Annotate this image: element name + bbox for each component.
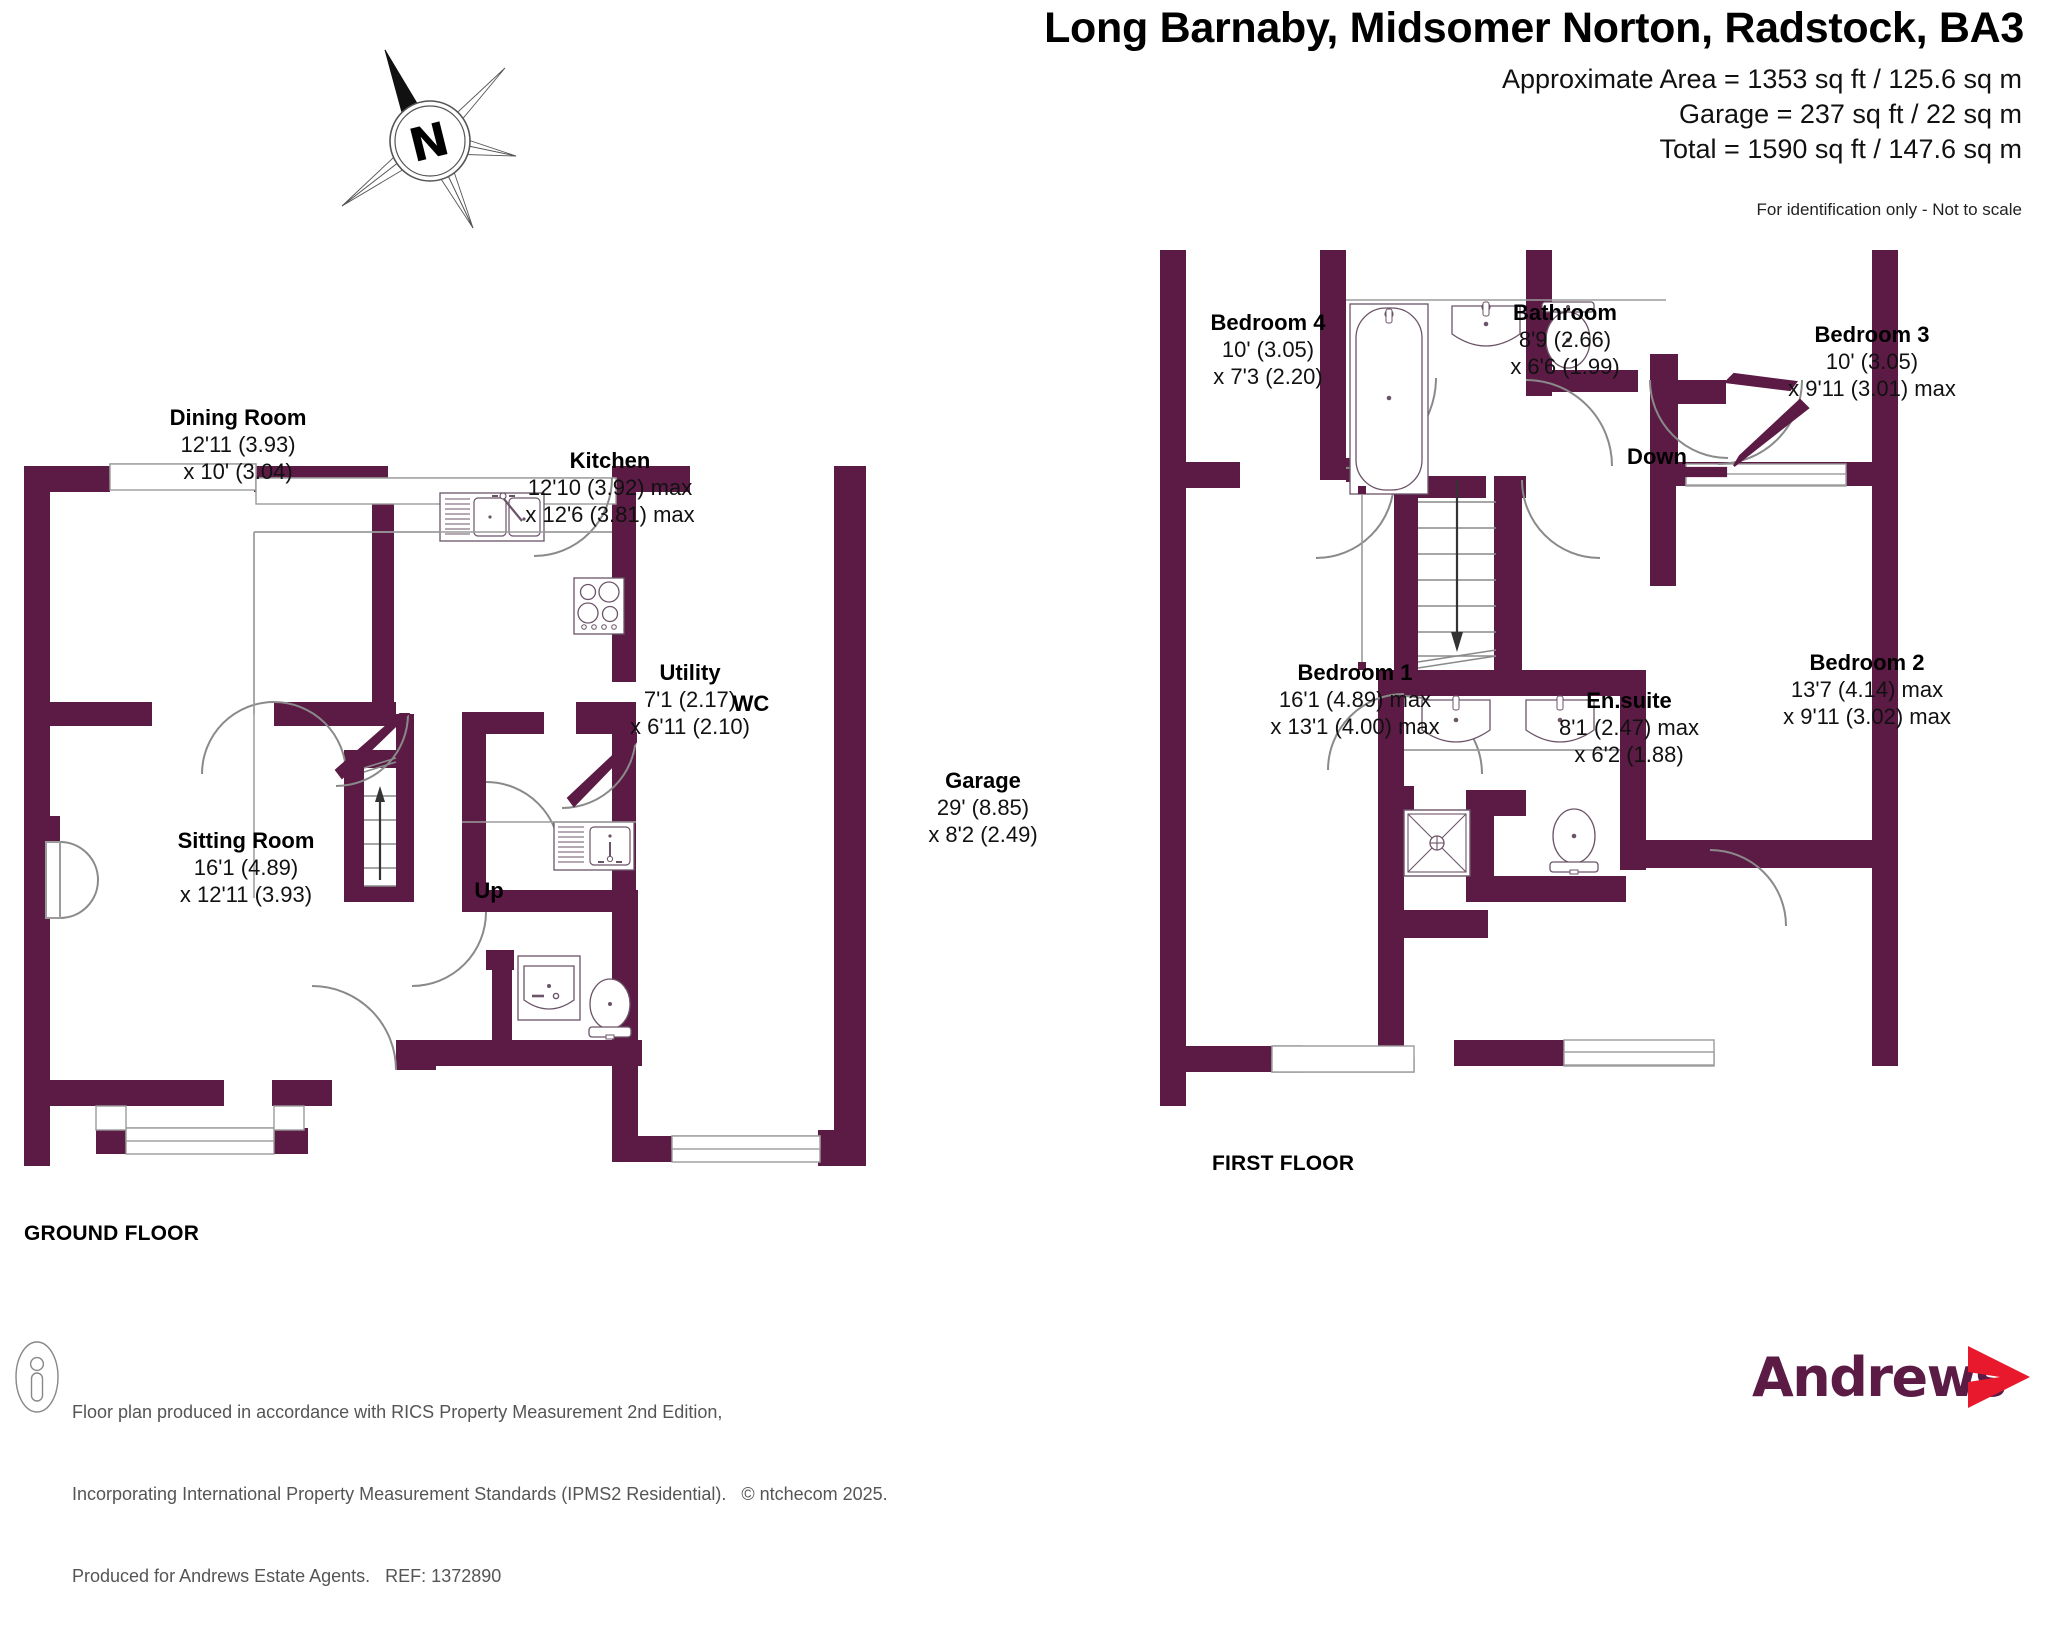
first-floor-caption: FIRST FLOOR — [1212, 1152, 1355, 1175]
ground-floor-walls — [24, 466, 866, 1166]
garage-area-text: Garage = 237 sq ft / 22 sq m — [1679, 99, 2022, 130]
kitchen-hob-icon — [573, 577, 625, 635]
ground-floor-stairs — [363, 757, 397, 887]
ensuite-fixtures — [1403, 695, 1620, 877]
chevron-right-icon — [1968, 1346, 2030, 1408]
floorplan-page: Long Barnaby, Midsomer Norton, Radstock,… — [0, 4, 2048, 1586]
area-summary: Approximate Area = 1353 sq ft / 125.6 sq… — [1502, 62, 2022, 167]
bath-icon — [1349, 303, 1429, 495]
total-area-text: Total = 1590 sq ft / 147.6 sq m — [1659, 134, 2022, 165]
compass-rose-icon: N — [341, 49, 517, 229]
person-icon — [15, 1341, 59, 1413]
approximate-area-text: Approximate Area = 1353 sq ft / 125.6 sq… — [1501, 64, 2022, 94]
stairs-down-label: Down — [1627, 444, 1687, 469]
first-floor-door-leaves — [1684, 372, 1810, 478]
ground-floor-door-leaves — [45, 713, 637, 919]
utility-sink-icon — [553, 821, 635, 871]
first-floor-stairs — [1358, 480, 1497, 670]
ensuite-basin-right-icon — [1525, 695, 1595, 743]
footer-line-2: Incorporating International Property Mea… — [72, 1483, 888, 1504]
bathroom-toilet-icon — [1541, 301, 1595, 369]
ground-floor-windows — [95, 463, 821, 1163]
disclaimer-text: For identification only - Not to scale — [1756, 200, 2022, 219]
ensuite-toilet-icon — [1549, 808, 1599, 875]
footer: Floor plan produced in accordance with R… — [0, 1326, 2048, 1586]
ground-floor-drawing — [24, 463, 866, 1166]
first-floor-windows — [1271, 463, 1847, 1073]
page-title: Long Barnaby, Midsomer Norton, Radstock,… — [1044, 4, 2024, 52]
first-floor-drawing — [1160, 250, 1898, 1106]
stairs-up-label: Up — [474, 878, 504, 903]
first-floor-walls — [1160, 250, 1898, 1106]
wc-basin-icon — [517, 955, 581, 1021]
ensuite-basin-left-icon — [1421, 695, 1491, 743]
wc-toilet-icon — [588, 978, 632, 1040]
ground-floor-caption: GROUND FLOOR — [24, 1222, 200, 1245]
andrews-wordmark: Andrews — [1752, 1346, 2007, 1409]
bathroom-fixtures — [1346, 299, 1666, 495]
andrews-logo[interactable]: Andrews — [1752, 1342, 2032, 1412]
footer-line-1: Floor plan produced in accordance with R… — [72, 1401, 723, 1422]
ensuite-shower-icon — [1403, 809, 1471, 877]
kitchen-sink-icon — [439, 492, 545, 542]
wc-label: WC — [732, 691, 770, 716]
footer-line-3: Produced for Andrews Estate Agents. REF:… — [72, 1565, 502, 1586]
bathroom-basin-icon — [1451, 301, 1521, 347]
footer-disclaimer: Floor plan produced in accordance with R… — [72, 1344, 888, 1645]
